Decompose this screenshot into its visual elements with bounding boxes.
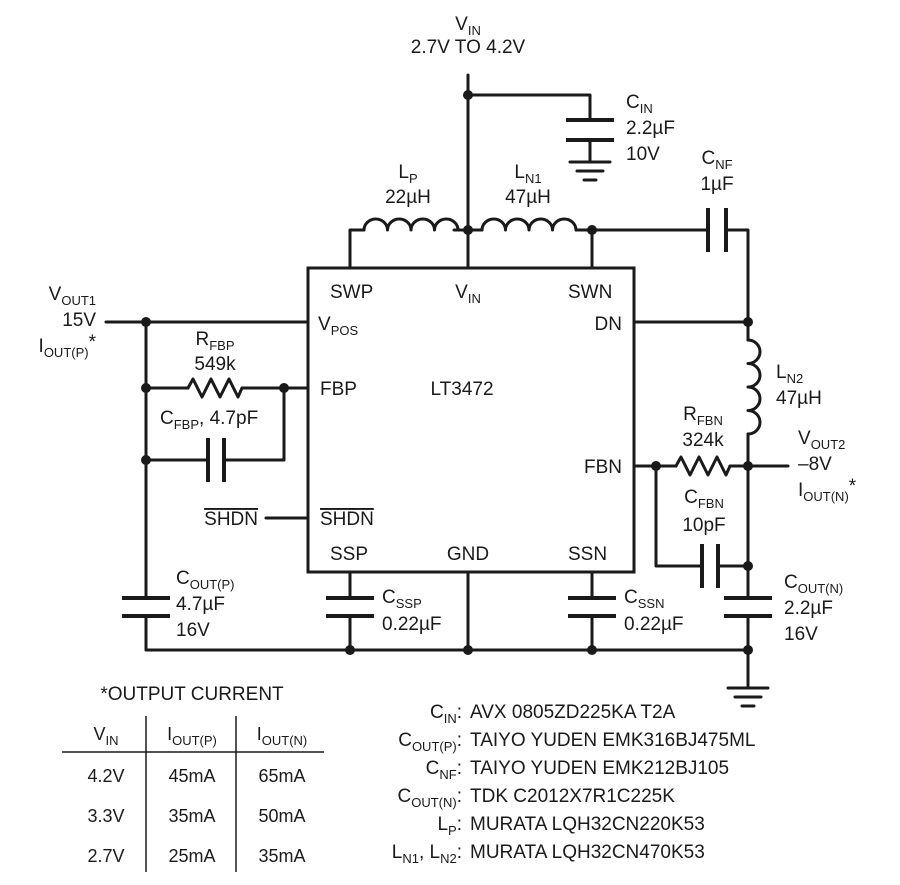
table-cell: 3.3V: [87, 806, 124, 826]
shdn-input-label: SHDN: [204, 509, 258, 530]
bom-part: TAIYO YUDEN EMK212BJ105: [470, 758, 729, 779]
table-header-vin: VIN: [93, 724, 118, 748]
cin-ref: CIN: [626, 92, 653, 116]
bom-part: TDK C2012X7R1C225K: [470, 786, 675, 807]
output-current-table: *OUTPUT CURRENT VIN IOUT(P) IOUT(N) 4.2V…: [62, 684, 324, 872]
vin-supply-range: 2.7V TO 4.2V: [411, 37, 526, 58]
iout-n-label: IOUT(N)*: [798, 476, 857, 504]
cssn-value: 0.22µF: [624, 614, 684, 635]
lp-value: 22µH: [385, 187, 431, 208]
vout2-label: VOUT2: [798, 428, 845, 452]
iout-p-label: IOUT(P)*: [39, 332, 97, 360]
cfbn-capacitor-symbol: [700, 544, 720, 588]
pin-swn: SWN: [568, 282, 612, 303]
pin-gnd: GND: [447, 544, 489, 565]
cssp-value: 0.22µF: [382, 614, 442, 635]
cin-rating: 10V: [626, 144, 660, 165]
bom-ref: LN1, LN2:: [392, 842, 462, 866]
ln2-ref: LN2: [776, 362, 803, 386]
coutp-rating: 16V: [176, 620, 210, 641]
table-cell: 65mA: [258, 766, 305, 786]
coutp-value: 4.7µF: [176, 594, 225, 615]
cin-capacitor-symbol: [566, 118, 614, 142]
cfbn-value: 10pF: [682, 515, 725, 536]
cssp-ref: CSSP: [382, 587, 422, 611]
table-cell: 45mA: [168, 766, 215, 786]
junction-dots: [141, 90, 753, 655]
ln2-inductor-symbol: [746, 338, 762, 436]
cin-ground-icon: [568, 160, 612, 182]
bom-list: CIN: AVX 0805ZD225KA T2A COUT(P): TAIYO …: [392, 702, 756, 866]
cfbp-label: CFBP, 4.7pF: [160, 408, 258, 432]
lp-ref: LP: [398, 162, 417, 186]
cssn-ref: CSSN: [624, 587, 664, 611]
coutn-capacitor-symbol: [724, 596, 772, 618]
vout1-value: 15V: [62, 310, 96, 331]
vin-supply-label: VIN: [455, 14, 481, 38]
ln1-inductor-symbol: [480, 217, 578, 232]
pin-fbp: FBP: [320, 379, 357, 400]
coutp-capacitor-symbol: [122, 596, 170, 618]
vout1-label: VOUT1: [49, 284, 96, 308]
ic-lt3472-body: [306, 266, 636, 574]
table-cell: 35mA: [168, 806, 215, 826]
coutn-value: 2.2µF: [784, 598, 833, 619]
rfbp-value: 549k: [194, 354, 236, 375]
table-header-ioutp: IOUT(P): [167, 724, 217, 748]
coutn-rating: 16V: [784, 624, 818, 645]
rfbp-ref: RFBP: [195, 329, 234, 353]
ln1-ref: LN1: [514, 162, 541, 186]
coutp-ref: COUT(P): [176, 568, 235, 592]
bom-part: AVX 0805ZD225KA T2A: [470, 702, 676, 723]
cfbn-ref: CFBN: [684, 487, 724, 511]
coutn-ref: COUT(N): [784, 572, 843, 596]
pin-ssp: SSP: [330, 544, 368, 565]
bom-ref: LP:: [437, 814, 462, 838]
lp-inductor-symbol: [362, 217, 460, 232]
ic-part-number: LT3472: [430, 379, 493, 400]
cnf-ref: CNF: [701, 148, 732, 172]
table-header-ioutn: IOUT(N): [257, 724, 308, 748]
bom-ref: COUT(P):: [398, 730, 462, 754]
table-cell: 2.7V: [87, 846, 124, 866]
rfbn-resistor-symbol: [674, 455, 732, 477]
pin-dn: DN: [595, 314, 622, 335]
table-cell: 4.2V: [87, 766, 124, 786]
pin-vpos: VPOS: [318, 314, 358, 338]
rfbn-ref: RFBN: [683, 404, 723, 428]
cssp-capacitor-symbol: [326, 596, 374, 618]
table-cell: 50mA: [258, 806, 305, 826]
ln1-value: 47µH: [505, 187, 551, 208]
cnf-capacitor-symbol: [706, 208, 728, 252]
bom-part: MURATA LQH32CN220K53: [470, 814, 705, 835]
cin-value: 2.2µF: [626, 118, 675, 139]
table-cell: 35mA: [258, 846, 305, 866]
bom-ref: CNF:: [426, 758, 462, 782]
bom-part: MURATA LQH32CN470K53: [470, 842, 705, 863]
cfbp-capacitor-symbol: [206, 438, 226, 482]
vout2-value: –8V: [798, 454, 832, 475]
cnf-value: 1µF: [700, 174, 733, 195]
ln2-value: 47µH: [776, 388, 822, 409]
pin-ssn: SSN: [568, 544, 607, 565]
rfbn-value: 324k: [682, 430, 724, 451]
pin-shdn: SHDN: [320, 509, 374, 530]
main-ground-icon: [726, 686, 770, 708]
pin-swp: SWP: [330, 282, 373, 303]
table-title: *OUTPUT CURRENT: [100, 684, 284, 705]
pin-vin: VIN: [455, 282, 481, 306]
bom-ref: CIN:: [430, 702, 462, 726]
bom-ref: COUT(N):: [397, 786, 462, 810]
pin-fbn: FBN: [584, 457, 622, 478]
rfbp-resistor-symbol: [186, 377, 244, 399]
bom-part: TAIYO YUDEN EMK316BJ475ML: [470, 730, 755, 751]
cssn-capacitor-symbol: [568, 596, 616, 618]
table-cell: 25mA: [168, 846, 215, 866]
